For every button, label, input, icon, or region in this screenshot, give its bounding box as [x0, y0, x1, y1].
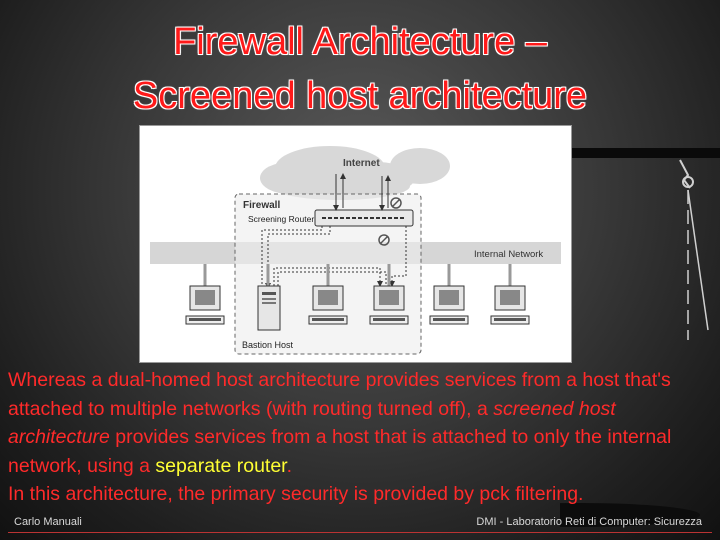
footer-author: Carlo Manuali: [14, 516, 82, 528]
body-text-part-2: provides services from a host that is at…: [8, 426, 672, 477]
bastion-label: Bastion Host: [242, 340, 294, 350]
body-paragraph: Whereas a dual-homed host architecture p…: [8, 366, 720, 509]
footer-course: DMI - Laboratorio Reti di Computer: Sicu…: [476, 516, 702, 528]
body-text-highlight: separate router: [155, 454, 287, 477]
workstation-icon: [185, 285, 225, 325]
workstation-icon: [490, 285, 530, 325]
workstation-icon: [429, 285, 469, 325]
slide-title-line-1: Firewall Architecture –: [173, 21, 547, 63]
slide-title-line-2: Screened host architecture: [132, 75, 588, 117]
architecture-diagram: Internet Internal Network Firewall Scree…: [139, 125, 572, 363]
body-text-part-3: .: [286, 454, 293, 477]
footer-divider: [8, 532, 712, 533]
scale-decoration: [560, 148, 720, 527]
body-text-line-5: In this architecture, the primary securi…: [8, 483, 584, 505]
router-label: Screening Router: [248, 214, 314, 224]
workstation-icon: [369, 285, 409, 325]
internet-cloud: [260, 146, 450, 200]
body-text-emphasis: screened host architecture: [8, 397, 616, 449]
firewall-label: Firewall: [243, 200, 280, 211]
body-text-part-1: Whereas a dual-homed host architecture p…: [8, 369, 671, 420]
bastion-host-icon: [257, 285, 281, 331]
network-label: Internal Network: [474, 249, 543, 260]
workstation-icon: [308, 285, 348, 325]
blocked-icon: [390, 197, 402, 209]
blocked-icon: [378, 234, 390, 246]
diagram-svg: Internet Internal Network Firewall Scree…: [150, 146, 561, 355]
internet-label: Internet: [343, 158, 380, 169]
